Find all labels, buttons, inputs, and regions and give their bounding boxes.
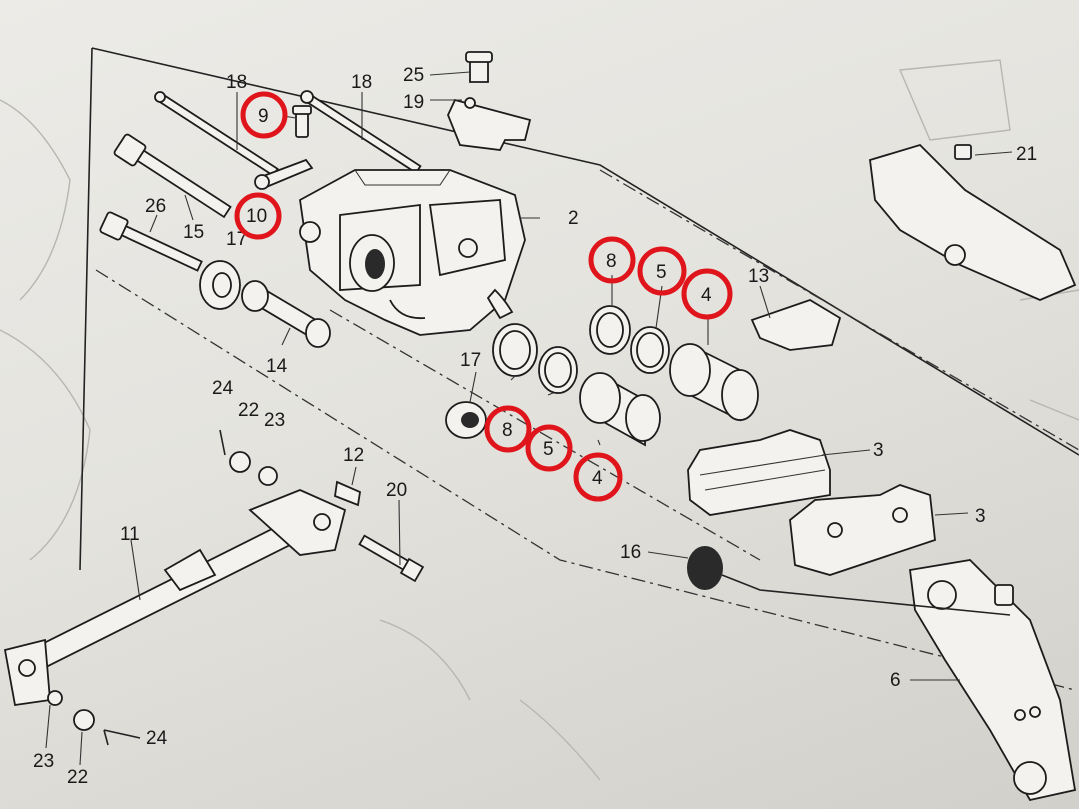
diagram-frame: [79, 47, 1079, 571]
pad-spring: [750, 299, 842, 351]
callout-8-lower: 8: [502, 420, 513, 441]
pad-spring-bracket: [447, 51, 532, 151]
callout-26: 26: [145, 196, 166, 217]
callout-17-lower: 17: [460, 350, 481, 371]
highlight-circle-5-upper: [637, 246, 687, 296]
callout-5-upper: 5: [656, 262, 667, 283]
small-hardware: [47, 429, 425, 746]
callout-18-right: 18: [351, 72, 372, 93]
callout-22-lower: 22: [67, 767, 88, 788]
mounting-bolt: [99, 211, 203, 272]
callout-18-left: 18: [226, 72, 247, 93]
boot-lower: [445, 401, 487, 439]
highlight-circle-4-lower: [573, 452, 623, 502]
callout-24-lower: 24: [146, 728, 168, 749]
caliper-bracket-lower: [908, 559, 1077, 802]
caliper-body: [299, 169, 526, 336]
piston-seal-set-upper: [589, 305, 759, 422]
caliper-bracket-upper: [869, 143, 1077, 301]
callout-25: 25: [403, 65, 424, 86]
callout-19: 19: [403, 92, 424, 113]
torque-rod: [3, 489, 347, 707]
highlight-circle-8-lower: [484, 405, 532, 453]
callout-21: 21: [1016, 144, 1037, 165]
leader-lines: [45, 71, 1013, 766]
highlight-circles: [234, 91, 733, 502]
callout-22-upper: 22: [238, 400, 259, 421]
brake-pad-upper: [687, 429, 831, 516]
dust-seal: [687, 546, 1011, 616]
brake-pad-lower: [789, 484, 936, 576]
callout-6: 6: [890, 670, 901, 691]
callout-8-upper: 8: [606, 251, 617, 272]
callout-15: 15: [183, 222, 204, 243]
callout-23-upper: 23: [264, 410, 285, 431]
sleeve: [241, 280, 331, 348]
highlight-circle-8-upper: [588, 236, 636, 284]
callout-5-lower: 5: [543, 439, 554, 460]
callout-labels: 18 18 9 25 19 10 15 26 17 2 21 8 5 4 13 …: [33, 65, 1037, 788]
highlight-circle-10: [234, 192, 282, 240]
callout-3-upper: 3: [873, 440, 884, 461]
callout-16: 16: [620, 542, 641, 563]
highlight-circle-9: [240, 91, 288, 139]
callout-4-lower: 4: [592, 468, 603, 489]
callout-10: 10: [246, 206, 267, 227]
callout-14: 14: [266, 356, 288, 377]
callout-3-lower: 3: [975, 506, 986, 527]
bleeder-screw: [292, 105, 312, 138]
callout-17-upper: 17: [226, 229, 247, 250]
callout-11: 11: [120, 524, 140, 545]
assembly-axis-lines: [95, 169, 1079, 691]
pin-bolt: [113, 133, 232, 219]
background-ghost-drawings: [0, 59, 1079, 781]
callout-12: 12: [343, 445, 364, 466]
callout-24-upper: 24: [212, 378, 234, 399]
callout-2: 2: [568, 208, 579, 229]
callout-13: 13: [748, 266, 769, 287]
highlight-circle-5-lower: [525, 424, 573, 472]
highlight-circle-4-upper: [681, 268, 733, 320]
bleeder-cap: [254, 158, 314, 190]
callout-23-lower: 23: [33, 751, 54, 772]
callout-4-upper: 4: [701, 285, 712, 306]
piston-seal-set-lower: [492, 323, 661, 447]
callout-20: 20: [386, 480, 407, 501]
boot-upper: [199, 260, 241, 310]
callout-9: 9: [258, 106, 269, 127]
